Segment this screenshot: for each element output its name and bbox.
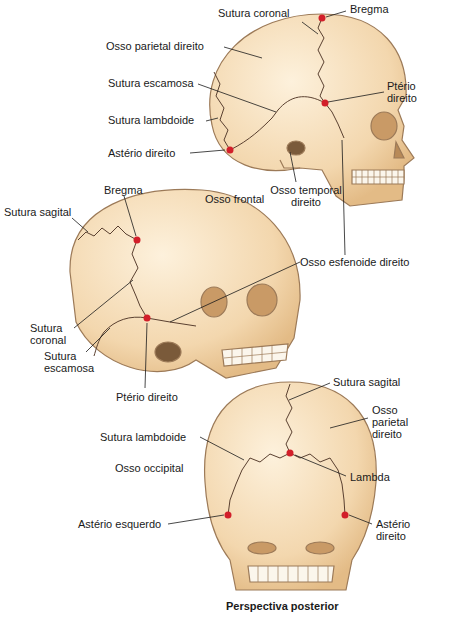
anatomy-label: Osso temporal direito — [258, 184, 354, 208]
anatomy-label: Osso parietal direito — [106, 40, 204, 52]
anatomy-label: Osso esfenoide direito — [300, 256, 440, 268]
anatomy-label: Sutura sagital — [4, 206, 71, 218]
lateral-skull — [210, 14, 414, 206]
anatomy-label: Ptério direito — [116, 391, 178, 403]
anterolateral-sutures — [78, 226, 196, 356]
anatomy-label: Sutura lambdoide — [108, 114, 194, 126]
anatomy-label: Osso occipital — [115, 462, 183, 474]
posterior-skull — [205, 382, 377, 590]
anatomy-label: Lambda — [350, 471, 390, 483]
view-caption: Perspectiva posterior — [226, 600, 339, 612]
posterior-sutures — [228, 384, 345, 515]
anterolateral-skull — [70, 189, 300, 378]
anatomy-label: Sutura coronal — [30, 322, 78, 346]
anatomy-label: Astério direito — [376, 518, 426, 542]
anatomy-label: Sutura sagital — [333, 376, 400, 388]
anatomy-label: Astério direito — [108, 147, 175, 159]
anatomy-label: Osso parietal direito — [372, 404, 432, 440]
anatomy-label: Osso frontal — [205, 193, 264, 205]
anatomy-label: Sutura escamosa — [44, 350, 94, 374]
anatomy-label: Sutura escamosa — [108, 77, 194, 89]
anatomy-label: Bregma — [350, 3, 389, 15]
anatomy-label: Bregma — [104, 184, 143, 196]
anatomy-label: Sutura lambdoide — [100, 431, 186, 443]
anatomy-label: Sutura coronal — [218, 7, 290, 19]
anatomy-label: Ptério direito — [387, 80, 437, 104]
lateral-sutures — [214, 18, 344, 150]
anatomy-label: Astério esquerdo — [78, 518, 161, 530]
